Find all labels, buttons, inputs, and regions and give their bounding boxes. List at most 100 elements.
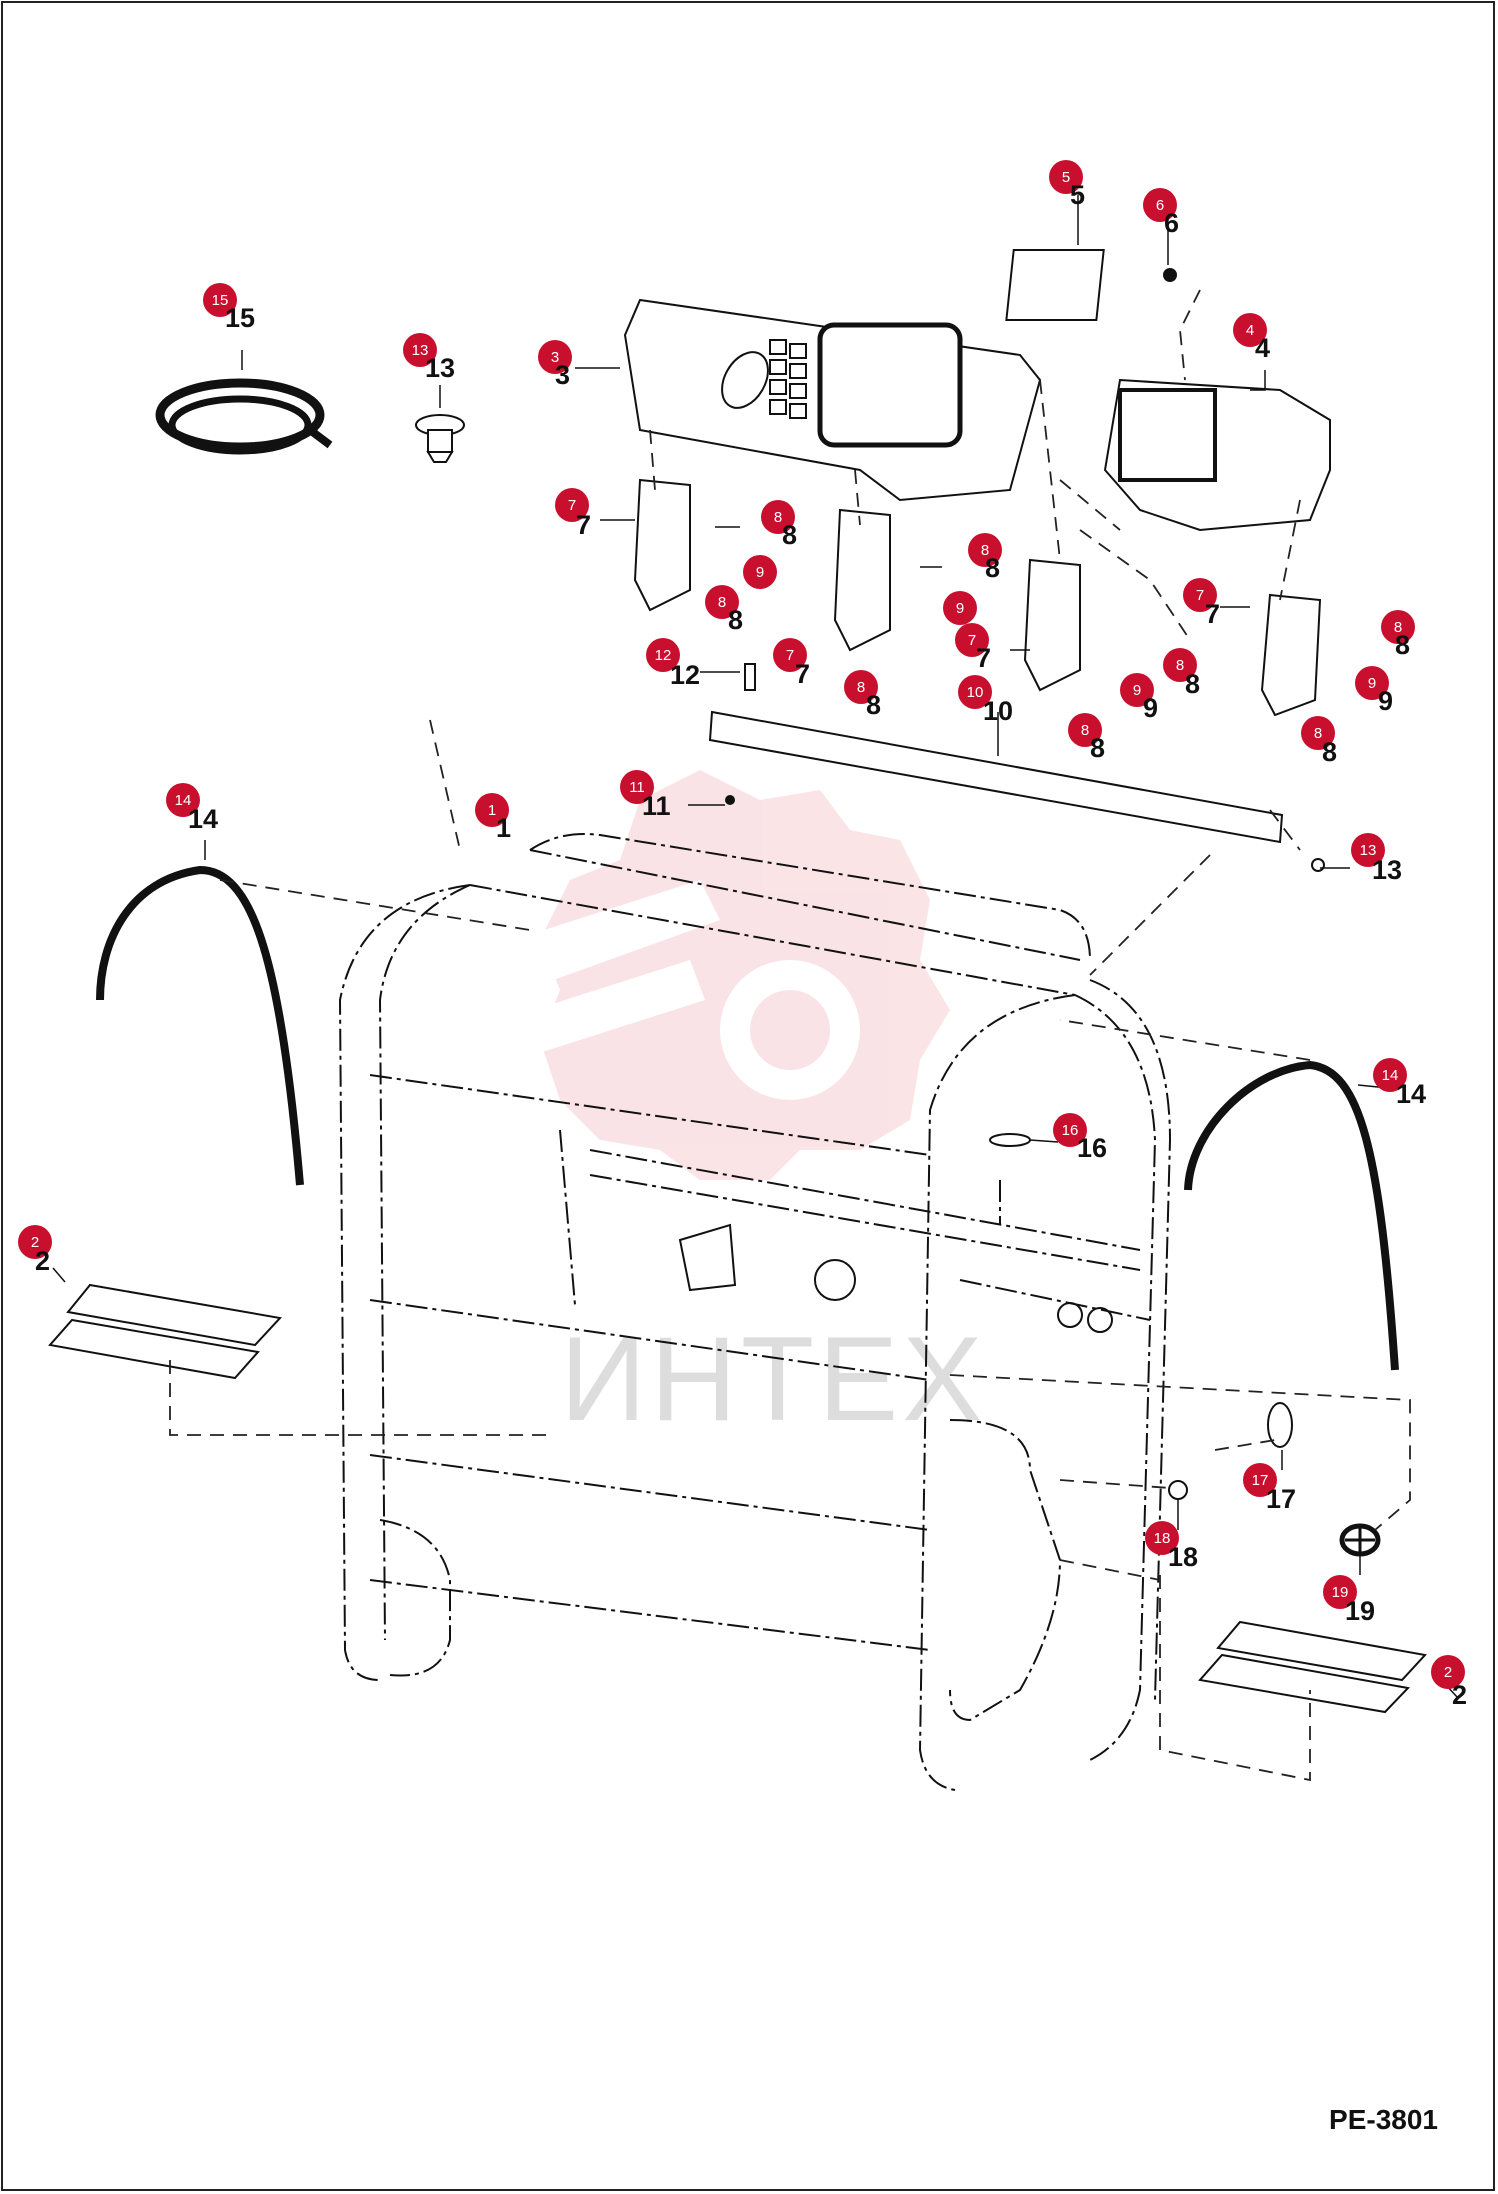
svg-text:8: 8 xyxy=(774,509,782,526)
svg-text:8: 8 xyxy=(1081,722,1089,739)
part-7-bracket xyxy=(833,508,891,652)
callout-8: 88 xyxy=(968,533,1002,583)
svg-text:14: 14 xyxy=(1382,1067,1399,1084)
callout-2: 22 xyxy=(18,1225,52,1276)
part-13-nut xyxy=(1311,858,1325,872)
part-13-plug xyxy=(415,414,465,463)
svg-text:16: 16 xyxy=(1077,1133,1107,1163)
svg-text:13: 13 xyxy=(1372,855,1402,885)
watermark-logo xyxy=(440,770,950,1180)
callout-8: 88 xyxy=(761,500,797,550)
svg-text:8: 8 xyxy=(1394,619,1402,636)
svg-text:3: 3 xyxy=(551,349,559,366)
part-3-dash-panel xyxy=(623,298,1042,502)
svg-text:1: 1 xyxy=(496,813,511,843)
callout-6: 66 xyxy=(1143,188,1179,238)
part-12-pin xyxy=(744,663,756,691)
svg-text:8: 8 xyxy=(1314,725,1322,742)
callout-7: 77 xyxy=(555,488,591,540)
svg-text:14: 14 xyxy=(1396,1079,1426,1109)
part-19-vent xyxy=(1339,1523,1381,1557)
callout-8: 88 xyxy=(1068,713,1105,763)
callout-8: 88 xyxy=(1163,648,1200,699)
svg-text:8: 8 xyxy=(1395,630,1410,660)
callout-7: 77 xyxy=(773,638,810,689)
part-17-o-ring xyxy=(1267,1402,1293,1448)
svg-text:2: 2 xyxy=(1452,1680,1467,1710)
part-4-right-panel xyxy=(1103,378,1331,532)
svg-text:2: 2 xyxy=(1444,1664,1452,1681)
callout-8: 88 xyxy=(705,585,743,635)
keypad-buttons xyxy=(769,339,807,419)
callout-8: 88 xyxy=(1381,610,1415,660)
part-7-bracket xyxy=(633,478,691,612)
svg-text:8: 8 xyxy=(1322,737,1337,767)
svg-text:14: 14 xyxy=(175,792,192,809)
svg-text:12: 12 xyxy=(655,647,672,664)
svg-text:13: 13 xyxy=(425,353,455,383)
svg-text:7: 7 xyxy=(968,632,976,649)
svg-text:11: 11 xyxy=(629,779,645,796)
svg-text:9: 9 xyxy=(756,564,764,581)
callout-7: 77 xyxy=(955,623,991,673)
svg-text:13: 13 xyxy=(412,342,429,359)
part-6-screw xyxy=(1163,268,1177,282)
callout-4: 44 xyxy=(1233,313,1270,363)
svg-text:9: 9 xyxy=(956,600,964,617)
svg-text:12: 12 xyxy=(670,660,700,690)
svg-text:7: 7 xyxy=(1196,587,1204,604)
svg-text:6: 6 xyxy=(1156,197,1164,214)
callout-3: 33 xyxy=(538,340,572,390)
svg-text:10: 10 xyxy=(967,684,984,701)
part-5-cover-plate xyxy=(1005,249,1105,321)
part-1-cab-frame xyxy=(338,833,1172,1791)
callout-8: 88 xyxy=(844,670,881,720)
callout-7: 77 xyxy=(1183,578,1220,629)
svg-text:19: 19 xyxy=(1332,1584,1349,1601)
svg-text:9: 9 xyxy=(1133,682,1141,699)
svg-text:8: 8 xyxy=(1090,733,1105,763)
svg-text:11: 11 xyxy=(642,791,671,821)
callout-9: 99 xyxy=(1355,666,1393,716)
callout-9: 99 xyxy=(1120,673,1158,723)
svg-text:7: 7 xyxy=(795,659,810,689)
svg-text:10: 10 xyxy=(983,696,1013,726)
svg-text:8: 8 xyxy=(1185,669,1200,699)
part-16-slot-cover xyxy=(989,1133,1031,1147)
callout-9: 9 xyxy=(743,555,777,589)
svg-text:7: 7 xyxy=(786,647,794,664)
callout-5: 55 xyxy=(1049,160,1085,210)
svg-text:7: 7 xyxy=(576,510,591,540)
svg-text:8: 8 xyxy=(985,553,1000,583)
svg-text:2: 2 xyxy=(35,1246,50,1276)
svg-text:18: 18 xyxy=(1168,1542,1198,1572)
page-code: PE-3801 xyxy=(1329,2104,1438,2135)
svg-text:5: 5 xyxy=(1070,180,1085,210)
svg-text:7: 7 xyxy=(1205,599,1220,629)
callout-8: 88 xyxy=(1301,716,1337,767)
svg-text:3: 3 xyxy=(555,360,570,390)
svg-text:1: 1 xyxy=(488,802,496,819)
part-18-grommet xyxy=(1168,1480,1188,1500)
part-14-seal-left xyxy=(96,865,304,1186)
svg-text:9: 9 xyxy=(1378,686,1393,716)
svg-text:6: 6 xyxy=(1164,208,1179,238)
svg-text:18: 18 xyxy=(1154,1530,1171,1547)
part-11-screw xyxy=(725,795,735,805)
callout-9: 9 xyxy=(943,591,977,625)
svg-text:14: 14 xyxy=(188,804,218,834)
